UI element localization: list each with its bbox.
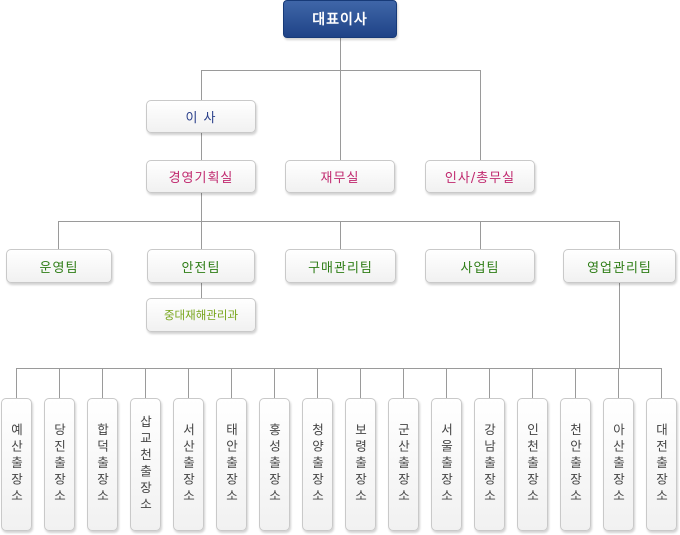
office-connector [489,368,490,398]
branch-office-box: 강남출장소 [473,398,505,531]
branch-office-box: 대전출장소 [645,398,677,531]
office-bus [16,368,662,369]
branch-office-box: 당진출장소 [43,398,75,531]
office-connector [618,368,619,398]
office-connector [661,368,662,398]
connector [480,221,481,249]
connector [201,193,202,221]
office-connector [317,368,318,398]
director-box: 이 사 [146,100,256,133]
planning-office-box: 경영기획실 [146,160,256,193]
branch-office-box: 홍성출장소 [258,398,290,531]
office-connector [575,368,576,398]
connector [340,70,341,160]
branch-office-box: 삽교천출장소 [129,398,161,531]
finance-office-box: 재무실 [285,160,395,193]
hr-office-box: 인사/총무실 [425,160,535,193]
team-box-purchasing: 구매관리팀 [285,249,396,283]
team-box-safety: 안전팀 [147,249,255,283]
connector [201,70,481,71]
connector [58,221,59,249]
branch-office-box: 천안출장소 [559,398,591,531]
connector [201,221,202,249]
office-connector [446,368,447,398]
office-connector [274,368,275,398]
connector [480,70,481,160]
office-connector [360,368,361,398]
office-connector [188,368,189,398]
office-connector [145,368,146,398]
ceo-box: 대표이사 [283,0,397,38]
branch-office-box: 아산출장소 [602,398,634,531]
branch-office-box: 군산출장소 [387,398,419,531]
office-connector [59,368,60,398]
connector [619,221,620,249]
team-box-business: 사업팀 [425,249,535,283]
branch-office-box: 예산출장소 [0,398,32,531]
branch-office-box: 서산출장소 [172,398,204,531]
connector [201,133,202,160]
office-connector [403,368,404,398]
connector [340,38,341,70]
connector [58,221,620,222]
office-connector [231,368,232,398]
office-connector [532,368,533,398]
branch-office-box: 태안출장소 [215,398,247,531]
connector [201,283,202,298]
branch-office-box: 보령출장소 [344,398,376,531]
branch-office-box: 인천출장소 [516,398,548,531]
branch-office-box: 서울출장소 [430,398,462,531]
connector [619,283,620,369]
connector [201,70,202,100]
serious-accident-section-box: 중대재해관리과 [146,298,256,332]
branch-office-box: 청양출장소 [301,398,333,531]
team-box-operations: 운영팀 [6,249,112,283]
office-connector [102,368,103,398]
office-connector [16,368,17,398]
connector [340,221,341,249]
branch-office-box: 합덕출장소 [86,398,118,531]
team-box-sales-management: 영업관리팀 [563,249,676,283]
